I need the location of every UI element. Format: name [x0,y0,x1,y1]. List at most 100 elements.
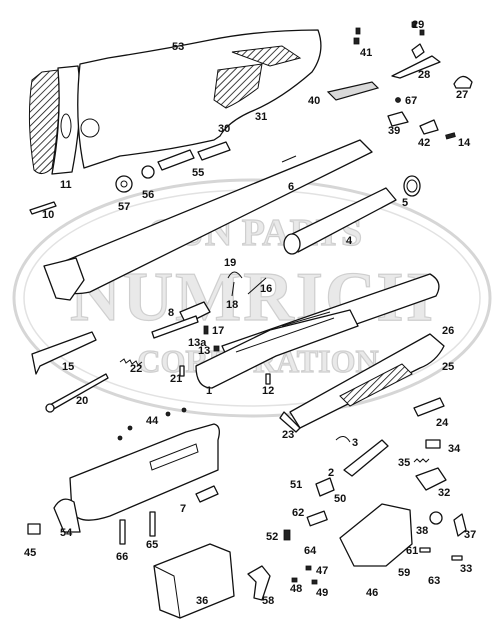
part-39-block [387,111,409,127]
part-5-ring-inner [406,179,418,193]
callout-65: 65 [146,539,158,551]
part-37-lever [453,513,467,537]
callout-49: 49 [316,587,328,599]
spacer-hole [60,113,72,139]
callout-25: 25 [442,361,454,373]
callout-29: 29 [412,19,424,31]
callout-1: 1 [206,385,212,397]
part-28-sight [391,55,441,79]
callout-47: 47 [316,565,328,577]
part-44-screw-d [181,407,187,413]
callout-52: 52 [266,531,278,543]
part-48-pin [291,577,298,583]
part-44-screw-b [127,425,133,431]
callout-30: 30 [218,123,230,135]
part-12-pin [265,373,271,385]
callout-51: 51 [290,479,302,491]
part-24-bolt [413,397,445,417]
callout-66: 66 [116,551,128,563]
callout-33: 33 [460,563,472,575]
forearm-checkering [339,363,413,407]
receiver-slide-a [235,317,335,353]
callout-59: 59 [398,567,410,579]
callout-44: 44 [146,415,159,427]
callout-42: 42 [418,137,430,149]
part-18-spring [231,281,235,297]
callout-45: 45 [24,547,36,559]
callout-3: 3 [352,437,358,449]
callout-38: 38 [416,525,428,537]
part-22-spring [119,358,143,366]
callout-48: 48 [290,583,302,595]
callout-10: 10 [42,209,54,221]
callout-13: 13 [198,345,210,357]
part-65-pin [149,511,156,537]
part-66-pin [119,519,126,545]
watermark-oval-outer [12,178,492,418]
callout-41: 41 [360,47,372,59]
part-25-forearm [289,333,445,429]
frame-group [27,397,445,545]
callout-39: 39 [388,125,400,137]
callout-64: 64 [304,545,317,557]
callout-6: 6 [288,181,294,193]
barrel-rib [281,155,297,163]
part-40-rail [326,81,380,101]
part-21-pin [179,365,185,377]
callout-37: 37 [464,529,476,541]
callout-55: 55 [192,167,204,179]
callout-67: 67 [405,95,417,107]
part-36-magazine-box [153,543,235,619]
part-44-screw-a [117,435,123,441]
callout-56: 56 [142,189,154,201]
callout-14: 14 [458,137,471,149]
part-2-trigger [343,439,389,477]
callout-63: 63 [428,575,440,587]
barrel-lug [43,257,85,301]
callout-32: 32 [438,487,450,499]
callout-54: 54 [60,527,73,539]
part-28-sight-post [411,43,425,59]
part-34-plunger [425,439,441,449]
part-29-pin-a [411,21,417,28]
part-20-knob [45,403,55,413]
callout-62: 62 [292,507,304,519]
callout-12: 12 [262,385,274,397]
part-67-screw [395,97,401,103]
stock-checkering-grip [213,63,263,109]
callout-21: 21 [170,373,182,385]
callout-40: 40 [308,95,320,107]
part-54-link [53,498,81,533]
part-19-clip [227,271,243,279]
part-13-pin [213,345,220,352]
left-misc-parts [29,141,421,215]
part-45-bushing [27,523,41,535]
callout-27: 27 [456,89,468,101]
callout-17: 17 [212,325,224,337]
part-42-clip [419,119,439,135]
callout-8: 8 [168,307,174,319]
part-16-spring [247,277,267,295]
callout-22: 22 [130,363,142,375]
part-7-screw [195,485,219,503]
part-55-bolt [197,141,231,161]
part-41-screw-a [353,37,360,45]
receiver-group [31,271,440,413]
part-3-spring-clip [335,436,351,443]
callout-35: 35 [398,457,410,469]
part-14-pin [445,132,456,140]
barrel-group [43,139,397,301]
stock-bolt-hole [80,118,100,138]
receiver-slide-b [281,311,331,327]
mag-tube-cap [283,233,301,255]
part-10-screw [29,201,57,215]
callout-28: 28 [418,69,430,81]
callout-24: 24 [436,417,449,429]
callout-58: 58 [262,595,274,607]
part-41-screw-b [355,27,361,35]
part-27-bead [453,75,473,89]
part-44-screw-c [165,411,171,417]
part-57-nut [115,175,133,193]
stock-checkering-upper [231,45,302,67]
